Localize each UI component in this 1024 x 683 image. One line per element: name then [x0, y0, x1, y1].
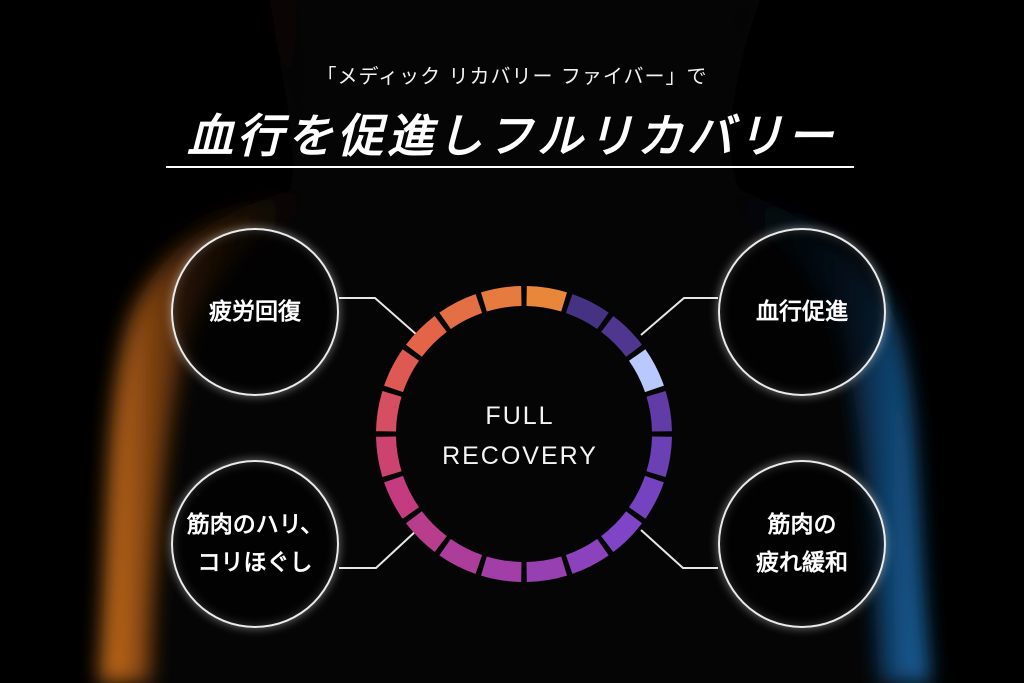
ring-segment: [629, 349, 664, 393]
left-rim-light: [100, 0, 330, 683]
headline-underline: [166, 166, 854, 168]
headline: 血行を促進しフルリカバリー: [187, 109, 837, 163]
benefit-muscle-stiffness: 筋肉のハリ、 コリほぐし: [171, 460, 339, 628]
center-label-full: FULL: [485, 402, 555, 430]
ring-segment: [601, 511, 642, 552]
ring-segment: [481, 556, 522, 582]
benefit-label-line1: 筋肉の: [767, 512, 837, 538]
connector-bottom-right: [640, 529, 718, 569]
ring-segment: [481, 286, 522, 312]
benefit-label-line1: 筋肉のハリ、: [186, 512, 324, 538]
ring-segment: [526, 556, 567, 582]
ring-segment: [646, 436, 672, 477]
center-label-recovery: RECOVERY: [442, 442, 598, 470]
ring-segment: [439, 539, 483, 574]
benefit-label-line2: 疲れ緩和: [756, 550, 848, 576]
ring-segment: [376, 436, 402, 477]
ring-segment: [565, 294, 609, 329]
ring-segment: [601, 316, 642, 357]
benefit-label: 血行促進: [756, 299, 848, 325]
benefit-label: 疲労回復: [209, 299, 301, 325]
ring-segment: [406, 316, 447, 357]
ring-segment: [629, 475, 664, 519]
ring-segment: [406, 511, 447, 552]
connector-top-right: [640, 297, 718, 336]
subtitle: 「メディック リカバリー ファイバー」で: [316, 64, 708, 88]
ring-segment: [376, 391, 402, 432]
ring-segment: [384, 475, 419, 519]
ring-segment: [439, 294, 483, 329]
ring-segment: [565, 539, 609, 574]
connector-top-left: [339, 297, 418, 336]
benefit-muscle-fatigue: 筋肉の 疲れ緩和: [718, 460, 886, 628]
ring-segment: [646, 391, 672, 432]
recovery-ring: [376, 286, 672, 582]
ring-segment: [384, 349, 419, 393]
benefit-label-line2: コリほぐし: [197, 550, 313, 576]
connector-bottom-left: [339, 529, 418, 569]
benefit-fatigue-recovery: 疲労回復: [171, 228, 339, 396]
ring-segment: [526, 286, 567, 312]
benefit-blood-circulation: 血行促進: [718, 228, 886, 396]
